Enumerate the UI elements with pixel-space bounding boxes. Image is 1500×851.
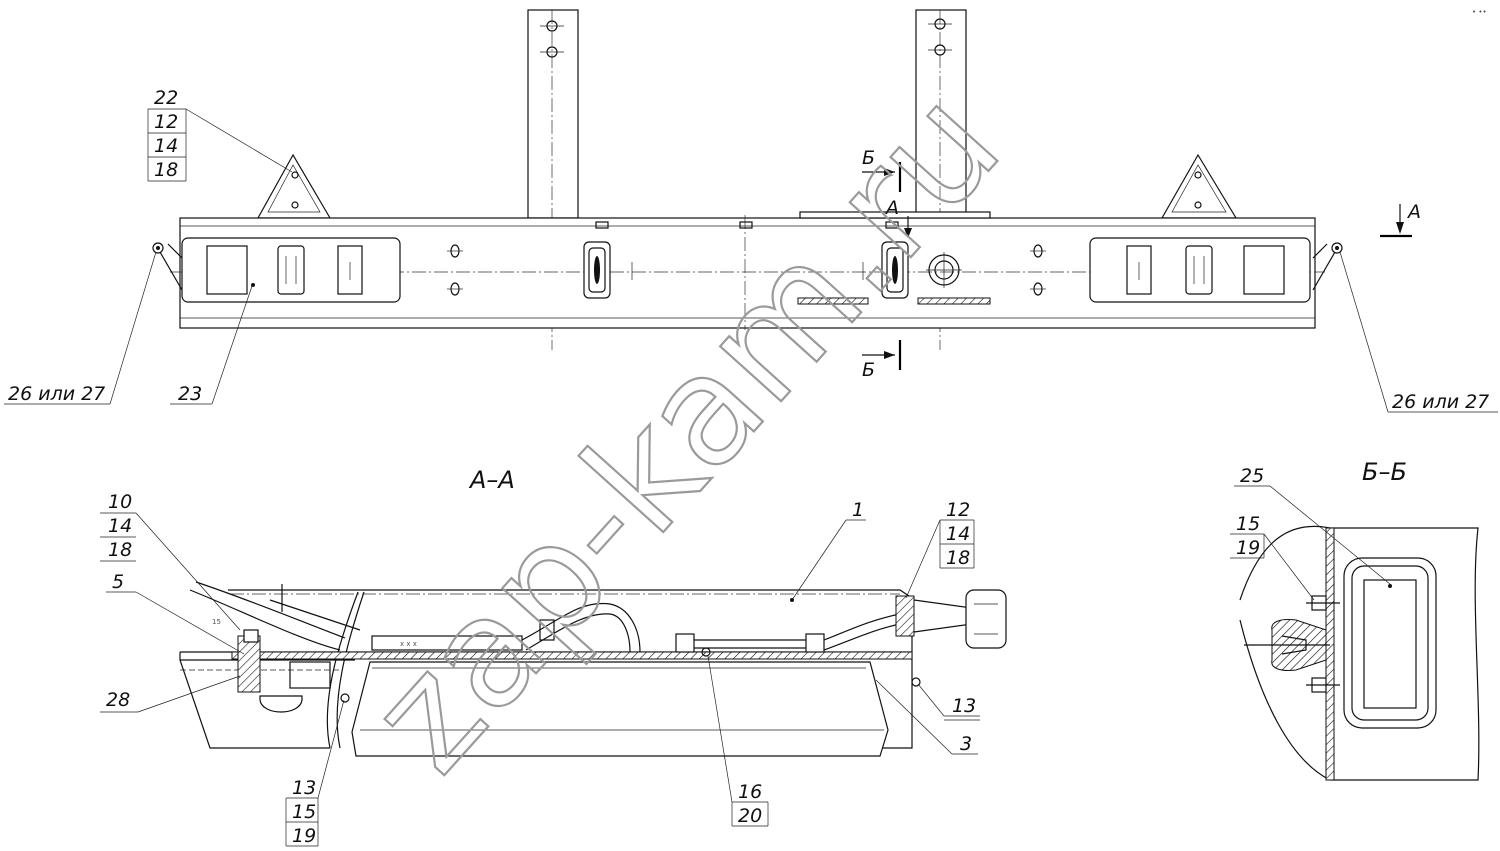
callout-23: 23	[170, 285, 253, 405]
callout-1: 1	[790, 499, 866, 602]
reflector-left	[256, 153, 332, 219]
svg-text:А: А	[884, 197, 899, 219]
svg-text:5: 5	[112, 571, 124, 593]
svg-text:А: А	[1406, 201, 1421, 223]
svg-text:А–А: А–А	[468, 466, 515, 494]
lamp-left	[181, 237, 401, 303]
svg-text:18: 18	[108, 539, 132, 561]
section-marker-a-small: А	[884, 197, 912, 238]
callout-15-bb: 15 19	[1230, 513, 1315, 601]
section-bb: Б–Б 25 15 19	[1230, 458, 1480, 781]
svg-text:15: 15	[212, 618, 221, 626]
svg-text:14: 14	[154, 135, 178, 157]
svg-text:14: 14	[946, 523, 970, 545]
callout-10: 10 14 18	[100, 491, 241, 631]
svg-text:16: 16	[738, 781, 762, 803]
callout-12: 12 14 18	[905, 499, 975, 599]
svg-text:x x x: x x x	[400, 640, 417, 648]
side-marker-left	[152, 242, 183, 291]
svg-text:19: 19	[292, 825, 316, 847]
section-aa: А–А x x x	[100, 466, 1007, 847]
callout-13-bottom: 13 15 19	[285, 693, 350, 847]
corner-mark: • ••	[1472, 8, 1487, 16]
svg-text:12: 12	[154, 111, 178, 133]
svg-text:13: 13	[952, 695, 976, 717]
section-marker-b: Б Б	[862, 147, 902, 381]
callout-13-right: 13	[917, 683, 980, 721]
svg-text:28: 28	[106, 689, 130, 711]
svg-text:18: 18	[946, 547, 970, 569]
callout-3: 3	[875, 679, 978, 755]
svg-text:3: 3	[960, 733, 972, 755]
side-marker-right	[1312, 242, 1343, 291]
callout-28: 28	[100, 675, 241, 713]
bracket-left	[527, 9, 579, 350]
svg-text:19: 19	[1236, 537, 1260, 559]
svg-text:Б–Б: Б–Б	[1362, 458, 1407, 486]
svg-text:23: 23	[178, 383, 202, 405]
svg-text:15: 15	[292, 801, 316, 823]
callout-22: 22 12 14 18	[147, 87, 293, 182]
svg-text:12: 12	[946, 499, 970, 521]
svg-text:1: 1	[852, 499, 864, 521]
callout-25: 25	[1234, 465, 1391, 585]
svg-text:13: 13	[292, 777, 316, 799]
callout-5: 5	[106, 571, 245, 655]
callout-16: 16 20	[707, 655, 769, 827]
lamp-right	[1089, 237, 1311, 303]
svg-text:15: 15	[1236, 513, 1260, 535]
callout-26-left: 26 или 27	[4, 251, 157, 405]
reflector-right	[1160, 153, 1238, 219]
svg-text:Б: Б	[862, 359, 875, 381]
svg-text:25: 25	[1240, 465, 1264, 487]
section-marker-a: А	[1380, 201, 1421, 238]
svg-text:18: 18	[154, 159, 178, 181]
svg-text:26 или 27: 26 или 27	[8, 383, 105, 405]
plate-lamp-left	[583, 241, 633, 299]
callout-26-right: 26 или 27	[1339, 251, 1498, 413]
svg-text:26 или 27: 26 или 27	[1392, 391, 1489, 413]
mounting-holes	[447, 221, 1046, 296]
svg-text:20: 20	[738, 805, 762, 827]
connector-socket	[926, 252, 962, 288]
plate-lamp-right	[862, 241, 909, 299]
svg-text:14: 14	[108, 515, 132, 537]
svg-text:22: 22	[154, 87, 178, 109]
svg-text:Б: Б	[862, 147, 875, 169]
top-view: Б Б А А 22 12 14 18	[4, 9, 1498, 413]
svg-text:10: 10	[108, 491, 132, 513]
